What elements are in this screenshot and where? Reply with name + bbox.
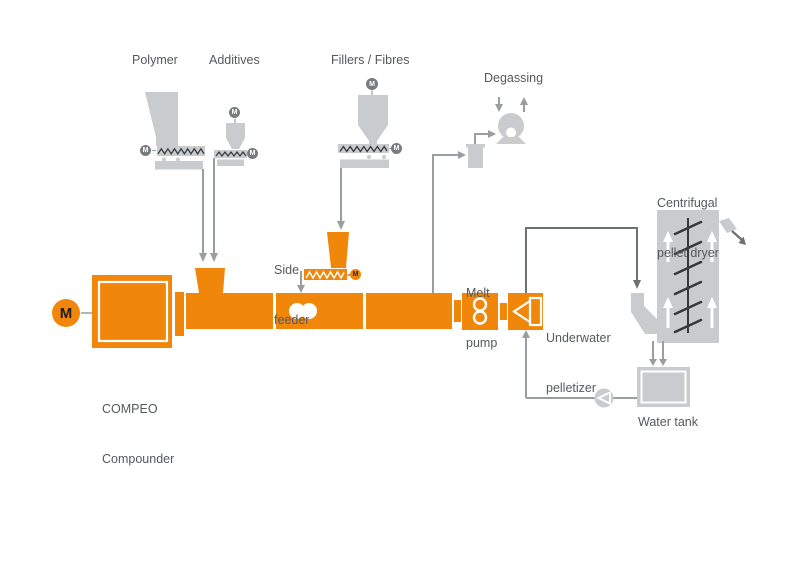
pellet-out-arrow: [738, 236, 746, 245]
air-in-arrow: [495, 104, 503, 112]
polymer-motor-badge: M: [140, 145, 151, 156]
water-tank: [637, 367, 690, 407]
centrifugal-dryer-label: Centrifugal pellet dryer: [657, 196, 719, 260]
barrel-section-3: [366, 293, 452, 329]
fillers-hopper: [358, 95, 388, 125]
polymer-feeder: [145, 92, 207, 262]
dryer-rotor-blades: [673, 220, 703, 334]
polymer-discharge: [155, 161, 203, 170]
fillers-screw-icon: [339, 145, 388, 153]
additives-screw-motor-badge: M: [247, 148, 258, 159]
barrel-section-1: [186, 293, 273, 329]
side-feed-arrow: [297, 285, 305, 293]
melt-pump: [462, 293, 498, 330]
degassing-unit: [432, 97, 528, 293]
polymer-screw-feeder: [157, 146, 205, 156]
melt-pump-label: Melt pump: [466, 286, 498, 350]
additives-feeder: [210, 118, 247, 262]
fillers-feeder: [337, 90, 391, 230]
discharge-flange: [454, 300, 461, 322]
compounder-label: COMPEO Compounder: [102, 402, 175, 466]
fillers-top-motor-badge: M: [366, 78, 378, 90]
air-out-arrow: [520, 97, 528, 105]
condensate-pot: [468, 147, 483, 168]
vacuum-pump-base: [496, 137, 526, 144]
degassing-label: Degassing: [484, 71, 544, 85]
fillers-discharge: [340, 159, 389, 168]
additives-label: Additives: [209, 53, 260, 67]
cutter-icon: [511, 298, 532, 325]
additives-hopper: [226, 123, 245, 138]
side-feeder: [297, 232, 350, 293]
pellet-slurry-line: [525, 227, 641, 293]
additives-screw-icon: [215, 151, 247, 157]
fillers-screw-feeder: [338, 144, 389, 153]
vent-pipe: [432, 154, 459, 293]
polymer-label: Polymer: [132, 53, 178, 67]
airflow-up-arrows: [663, 231, 717, 328]
vacuum-pump: [498, 113, 524, 139]
water-pump: [594, 388, 614, 408]
underwater-pelletizer-label: Underwater pelletizer: [546, 331, 611, 395]
centrifugal-pellet-dryer: [631, 210, 746, 366]
main-motor-badge: M: [52, 299, 80, 327]
compeo-compounder: [81, 268, 461, 348]
additives-feed-arrow: [210, 253, 218, 262]
twin-screw-icon: [289, 303, 305, 319]
pump-impeller-icon: [596, 390, 611, 406]
side-feeder-label: Side feeder: [274, 263, 310, 327]
main-feed-hopper: [195, 268, 225, 293]
water-line: [522, 330, 637, 399]
gearbox: [92, 275, 172, 348]
dryer-outlet-chute: [719, 218, 737, 233]
side-feeder-screw-icon: [305, 270, 345, 280]
fillers-feed-arrow: [337, 221, 345, 230]
barrel-flange: [175, 292, 184, 336]
additives-discharge: [217, 159, 244, 166]
vent-arrow: [458, 151, 466, 159]
polymer-screw-icon: [157, 147, 205, 155]
side-feeder-motor-badge: M: [350, 269, 361, 280]
dryer-inlet-chute: [631, 293, 659, 334]
polymer-hopper: [145, 92, 178, 137]
water-tank-body: [637, 367, 690, 407]
side-feeder-hopper: [327, 232, 349, 268]
additives-top-motor-badge: M: [229, 107, 240, 118]
dryer-drain-arrows: [649, 341, 667, 366]
fillers-screw-motor-badge: M: [391, 143, 402, 154]
fillers-fibres-label: Fillers / Fibres: [331, 53, 410, 67]
underwater-pelletizer: [500, 293, 543, 330]
water-tank-label: Water tank: [638, 415, 698, 429]
additives-screw-feeder: [214, 150, 247, 158]
water-supply-arrow: [522, 330, 530, 338]
polymer-feed-arrow: [199, 253, 207, 262]
